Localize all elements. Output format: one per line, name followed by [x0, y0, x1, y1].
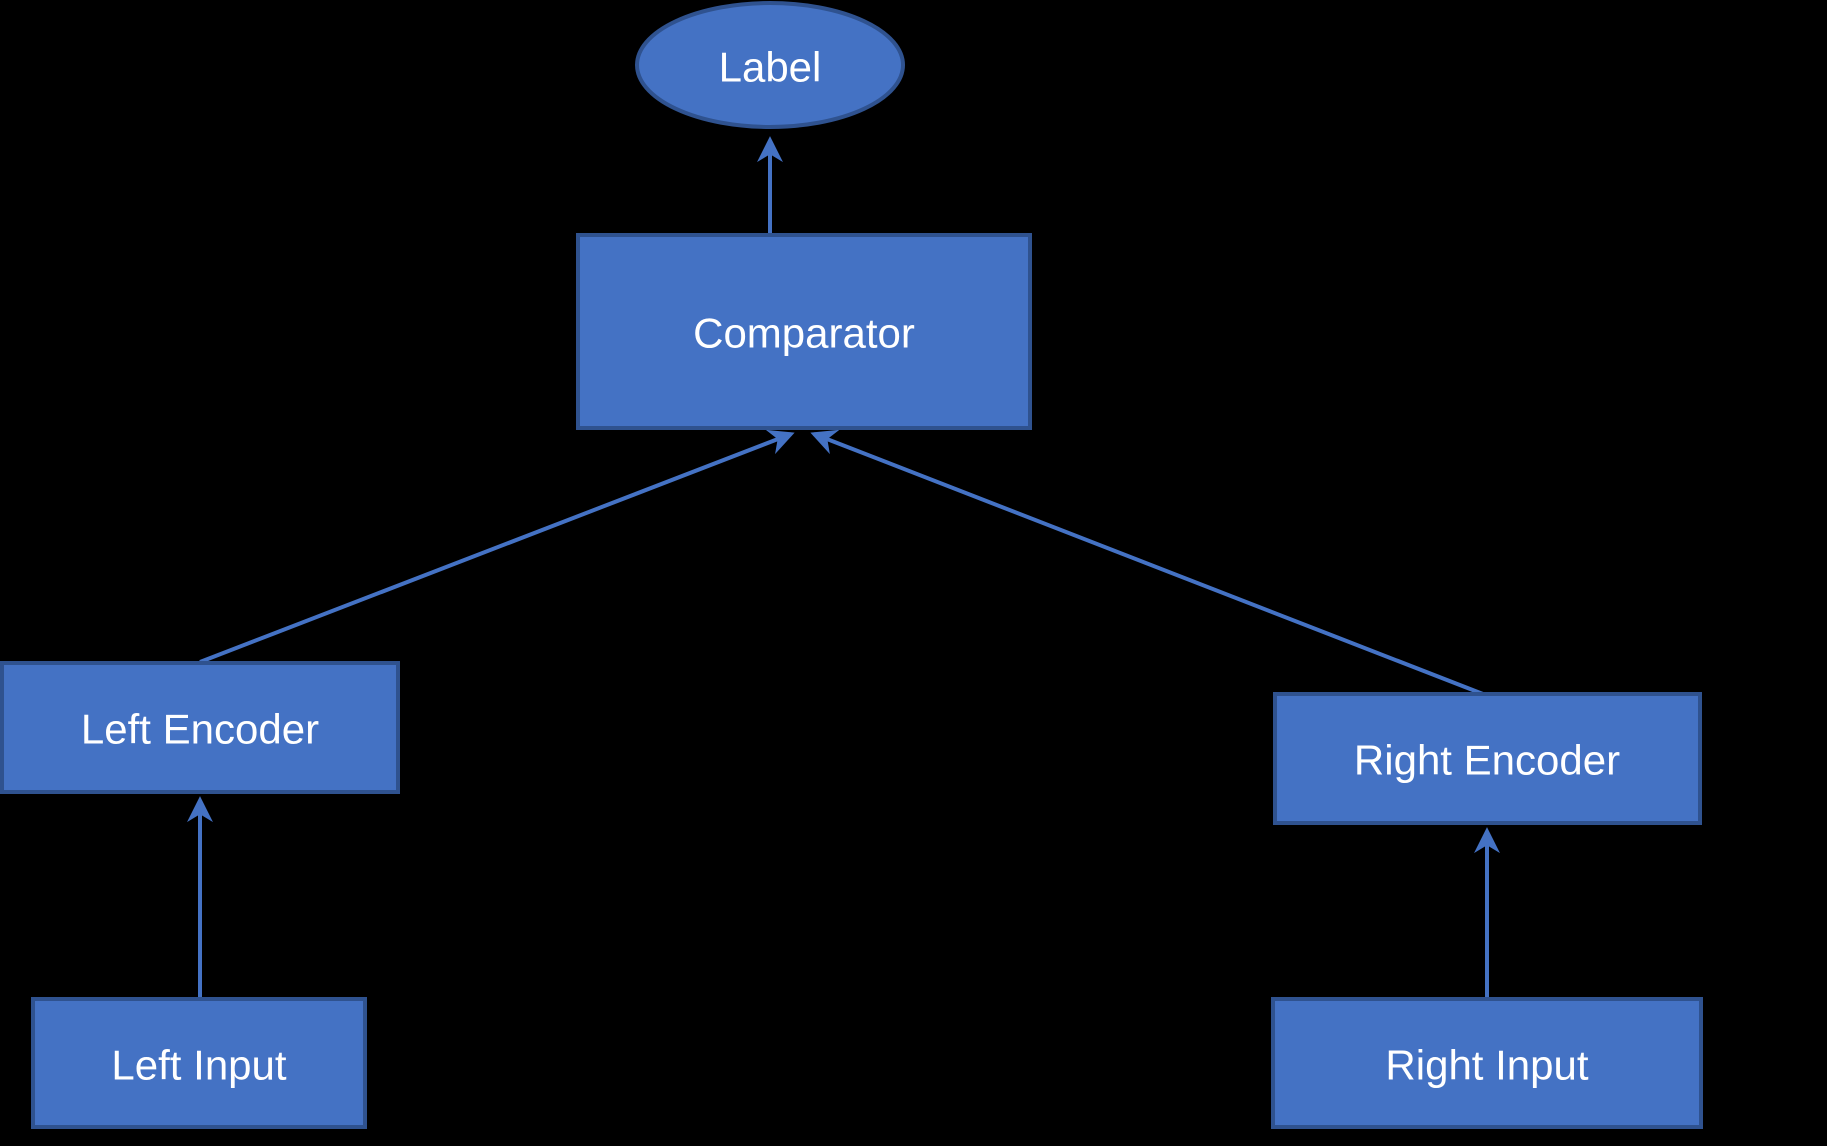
- comparator-text: Comparator: [693, 310, 915, 357]
- node-comparator: Comparator: [576, 233, 1032, 430]
- left-encoder-text: Left Encoder: [81, 706, 319, 753]
- right-input-box: [1271, 997, 1703, 1129]
- left-encoder-box: [0, 661, 400, 794]
- node-label: Label: [635, 1, 905, 129]
- right-encoder-box: [1273, 692, 1702, 825]
- label-ellipse: [635, 1, 905, 129]
- comparator-box: [576, 233, 1032, 430]
- left-input-box: [31, 997, 367, 1129]
- node-left-encoder: Left Encoder: [0, 661, 400, 794]
- node-right-encoder: Right Encoder: [1273, 692, 1702, 825]
- right-encoder-text: Right Encoder: [1354, 737, 1620, 784]
- edge-left-encoder-to-comparator: [199, 429, 795, 664]
- edges: [187, 136, 1500, 999]
- label-text: Label: [719, 44, 822, 91]
- node-right-input: Right Input: [1271, 997, 1703, 1129]
- edge-right-encoder-to-comparator: [810, 429, 1484, 696]
- left-input-text: Left Input: [111, 1042, 286, 1089]
- node-left-input: Left Input: [31, 997, 367, 1129]
- right-input-text: Right Input: [1385, 1042, 1588, 1089]
